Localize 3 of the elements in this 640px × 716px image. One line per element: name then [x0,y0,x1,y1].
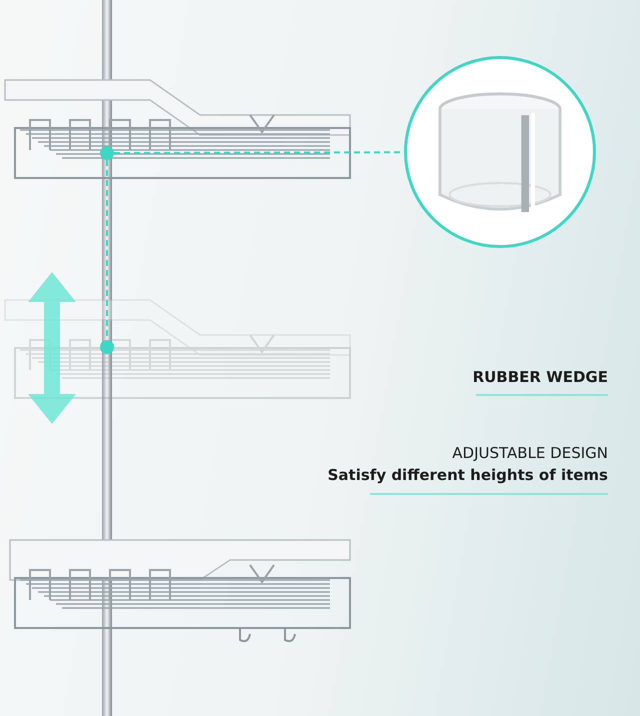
feature-description: Satisfy different heights of items [328,465,608,486]
feature-heading: ADJUSTABLE DESIGN [452,443,608,464]
feature-heading: RUBBER WEDGE [472,367,608,388]
